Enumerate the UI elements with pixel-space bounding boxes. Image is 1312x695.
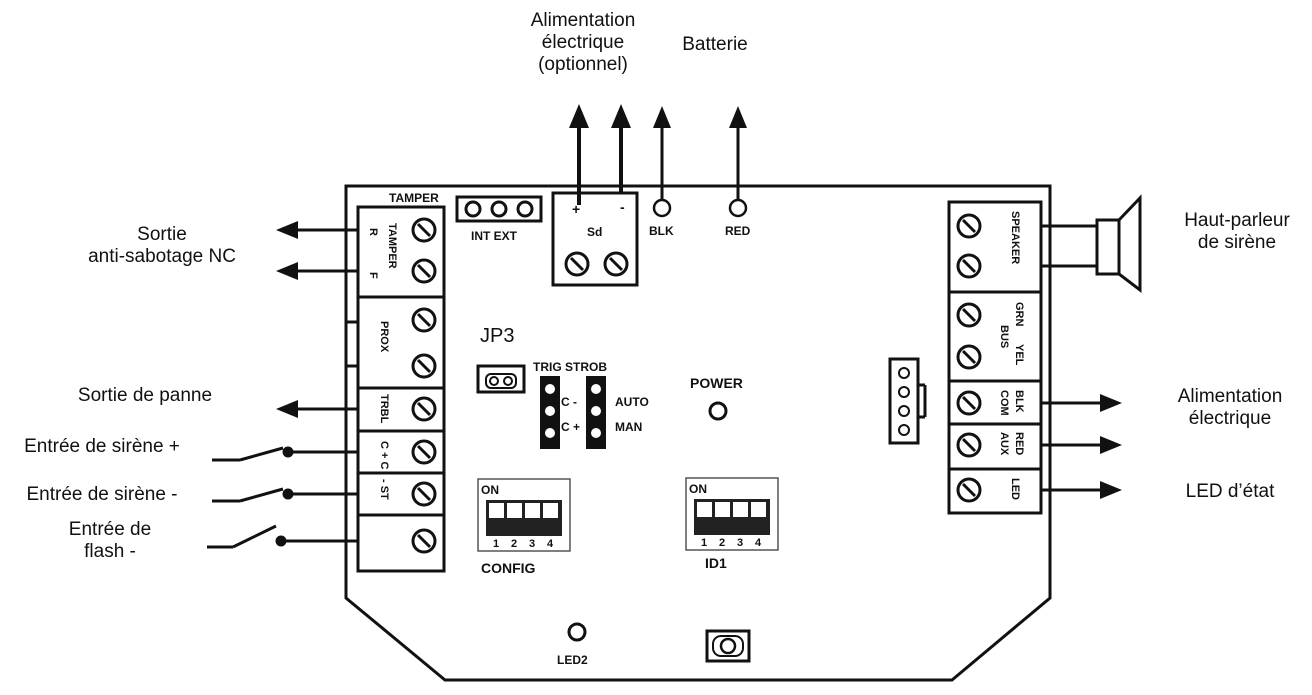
power-led-label: POWER: [690, 375, 743, 391]
terminal-c-screw[interactable]: [411, 439, 437, 465]
led2: [567, 622, 587, 642]
terminal-led-label: LED: [1009, 478, 1021, 500]
battery-red-label: RED: [725, 224, 751, 238]
label-power-output: Alimentation électrique: [1177, 386, 1283, 429]
label-siren-input-plus: Entrée de sirène +: [24, 436, 180, 457]
terminal-prox-2-screw[interactable]: [411, 353, 437, 379]
svg-text:ON: ON: [689, 482, 707, 496]
svg-text:4: 4: [755, 537, 762, 549]
battery-red-post[interactable]: [728, 198, 748, 218]
terminal-trbl-label: TRBL: [378, 394, 390, 424]
terminal-bus-yel-screw[interactable]: [956, 344, 982, 370]
terminal-r-label: R: [367, 228, 379, 236]
svg-text:4: 4: [547, 538, 554, 550]
terminal-com-screw[interactable]: [956, 390, 982, 416]
siren-plus-switch: [212, 446, 358, 462]
svg-text:1: 1: [493, 538, 499, 550]
c-plus-label: C +: [561, 420, 580, 434]
siren-minus-switch: [212, 487, 358, 503]
terminal-speaker-1-screw[interactable]: [956, 213, 982, 239]
terminal-tamper-label: TAMPER: [386, 223, 398, 269]
svg-text:1: 1: [701, 537, 707, 549]
terminal-flash-screw[interactable]: [411, 528, 437, 554]
sd-plus-screw[interactable]: [564, 251, 590, 277]
svg-text:3: 3: [737, 537, 743, 549]
terminal-speaker-2-screw[interactable]: [956, 253, 982, 279]
power-led: [708, 401, 728, 421]
terminal-aux-screw[interactable]: [956, 432, 982, 458]
battery-blk-post[interactable]: [652, 198, 672, 218]
label-trouble-output: Sortie de panne: [77, 385, 213, 406]
sd-minus-screw[interactable]: [603, 251, 629, 277]
terminal-led-screw[interactable]: [956, 477, 982, 503]
svg-text:ON: ON: [481, 483, 499, 497]
terminal-red-label: RED: [1013, 432, 1025, 455]
auto-label: AUTO: [615, 395, 649, 409]
sd-plus-label: +: [572, 201, 580, 217]
terminal-bus-grn-screw[interactable]: [956, 302, 982, 328]
sd-label: Sd: [587, 225, 602, 239]
config-label: CONFIG: [481, 560, 536, 576]
terminal-aux-label: AUX: [998, 432, 1010, 456]
id1-label: ID1: [705, 555, 727, 571]
man-label: MAN: [615, 420, 642, 434]
terminal-f-label: F: [367, 272, 379, 279]
sd-minus-label: -: [620, 199, 625, 215]
svg-text:3: 3: [529, 538, 535, 550]
label-flash-input: Entrée de flash -: [68, 519, 152, 562]
label-status-led: LED d’état: [1185, 481, 1275, 502]
label-battery: Batterie: [682, 34, 748, 55]
right-terminal-strip: [947, 200, 1043, 515]
trig-strob-label: TRIG STROB: [533, 360, 607, 374]
terminal-c-plus-c-label: C + C: [378, 441, 390, 469]
c-minus-label: C -: [561, 395, 577, 409]
svg-text:2: 2: [719, 537, 725, 549]
terminal-bus-label: BUS: [998, 325, 1010, 348]
terminal-prox-label: PROX: [378, 321, 390, 353]
left-terminal-labels: TAMPER R F PROX TRBL C + C - ST: [367, 223, 398, 500]
label-power-optional: Alimentation électrique (optionnel): [530, 10, 636, 75]
speaker-icon: [1095, 194, 1142, 294]
terminal-st-screw[interactable]: [411, 481, 437, 507]
label-tamper-output: Sortie anti-sabotage NC: [88, 224, 236, 267]
right-terminal-labels: SPEAKER BUS GRN YEL COM BLK AUX RED LED: [998, 211, 1025, 500]
terminal-prox-1-screw[interactable]: [411, 307, 437, 333]
label-siren-input-minus: Entrée de sirène -: [26, 484, 178, 505]
led2-label: LED2: [557, 653, 588, 667]
terminal-minus-st-label: - ST: [378, 479, 390, 500]
tamper-header-label: TAMPER: [389, 191, 439, 205]
battery-blk-label: BLK: [649, 224, 674, 238]
terminal-blk-label: BLK: [1013, 390, 1025, 413]
terminal-com-label: COM: [998, 390, 1010, 416]
jp3-label: JP3: [480, 325, 514, 347]
config-dip-switch[interactable]: ON 1 2 3 4: [477, 478, 571, 552]
int-ext-label: INT EXT: [471, 229, 518, 243]
svg-text:2: 2: [511, 538, 517, 550]
flash-switch: [207, 524, 358, 549]
label-siren-speaker: Haut-parleur de sirène: [1184, 210, 1290, 253]
terminal-speaker-label: SPEAKER: [1009, 211, 1021, 264]
terminal-tamper-r-screw[interactable]: [411, 217, 437, 243]
terminal-trbl-screw[interactable]: [411, 396, 437, 422]
terminal-yel-label: YEL: [1013, 344, 1025, 366]
terminal-tamper-f-screw[interactable]: [411, 258, 437, 284]
id1-dip-switch[interactable]: ON 1 2 3 4: [685, 477, 779, 551]
terminal-grn-label: GRN: [1013, 302, 1025, 327]
board-outline: [344, 184, 1052, 682]
